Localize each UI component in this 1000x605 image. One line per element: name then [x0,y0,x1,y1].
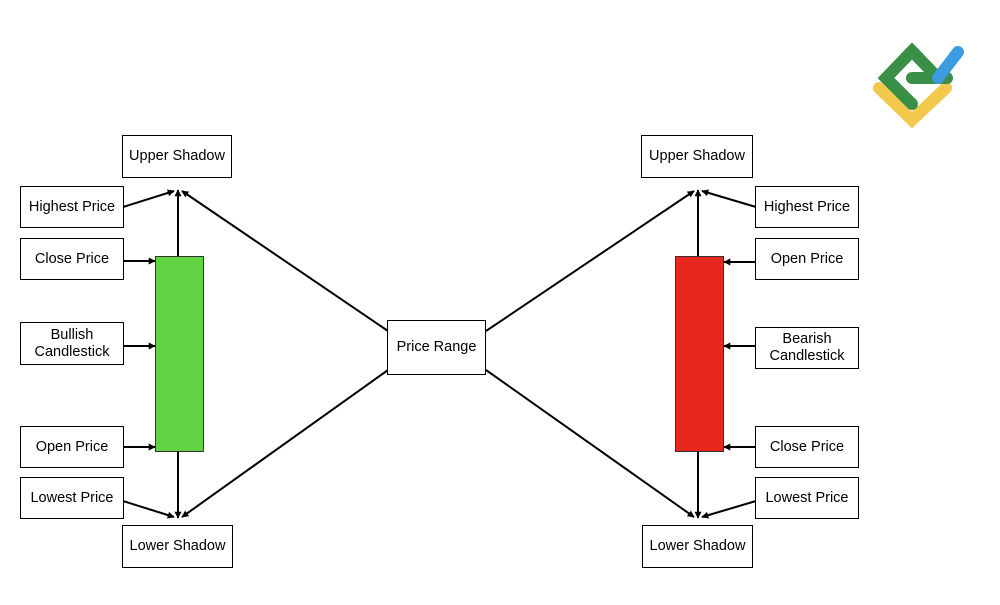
brand-logo-icon [873,42,964,129]
arrow-highest-to-upper-bull [122,189,175,208]
label-lower-shadow-bullish: Lower Shadow [122,525,233,568]
label-lowest-price-bullish: Lowest Price [20,477,124,519]
label-text: Lowest Price [765,489,849,506]
label-text: Price Range [396,339,477,355]
label-price-range: Price Range [387,320,486,375]
arrow-range-to-lower-bear [485,369,695,518]
arrow-lowest-to-lower-bear [701,500,757,519]
arrow-lowest-to-lower-bull [122,500,175,519]
bullish-candle-body [155,256,204,452]
label-text: Upper Shadow [129,148,225,164]
label-text: Lower Shadow [649,538,746,554]
label-text: Lowest Price [30,489,114,506]
label-open-price-bearish: Open Price [755,238,859,280]
label-bearish-candlestick: Bearish Candlestick [755,327,859,369]
label-text: Candlestick [769,348,845,364]
arrow-range-to-lower-bull [181,369,389,518]
label-text: Highest Price [28,198,116,215]
arrow-range-to-upper-bull [181,190,389,332]
label-text: Close Price [769,438,845,455]
label-lower-shadow-bearish: Lower Shadow [642,525,753,568]
label-text: Open Price [35,438,109,455]
label-upper-shadow-bearish: Upper Shadow [641,135,753,178]
label-text: Bullish [50,326,94,343]
arrow-range-to-upper-bear [485,190,695,332]
label-close-price-bearish: Close Price [755,426,859,468]
label-bullish-candlestick: Bullish Candlestick [20,322,124,365]
label-lowest-price-bearish: Lowest Price [755,477,859,519]
label-highest-price-bearish: Highest Price [755,186,859,228]
label-text: Upper Shadow [649,148,745,164]
label-text: Bearish [782,331,832,347]
label-highest-price-bullish: Highest Price [20,186,124,228]
bearish-candle-body [675,256,724,452]
label-open-price-bullish: Open Price [20,426,124,468]
label-text: Candlestick [34,343,110,360]
arrow-highest-to-upper-bear [701,189,757,208]
label-text: Close Price [34,250,110,267]
label-upper-shadow-bullish: Upper Shadow [122,135,232,178]
label-close-price-bullish: Close Price [20,238,124,280]
label-text: Open Price [770,250,844,267]
label-text: Lower Shadow [129,538,226,554]
label-text: Highest Price [763,198,851,215]
